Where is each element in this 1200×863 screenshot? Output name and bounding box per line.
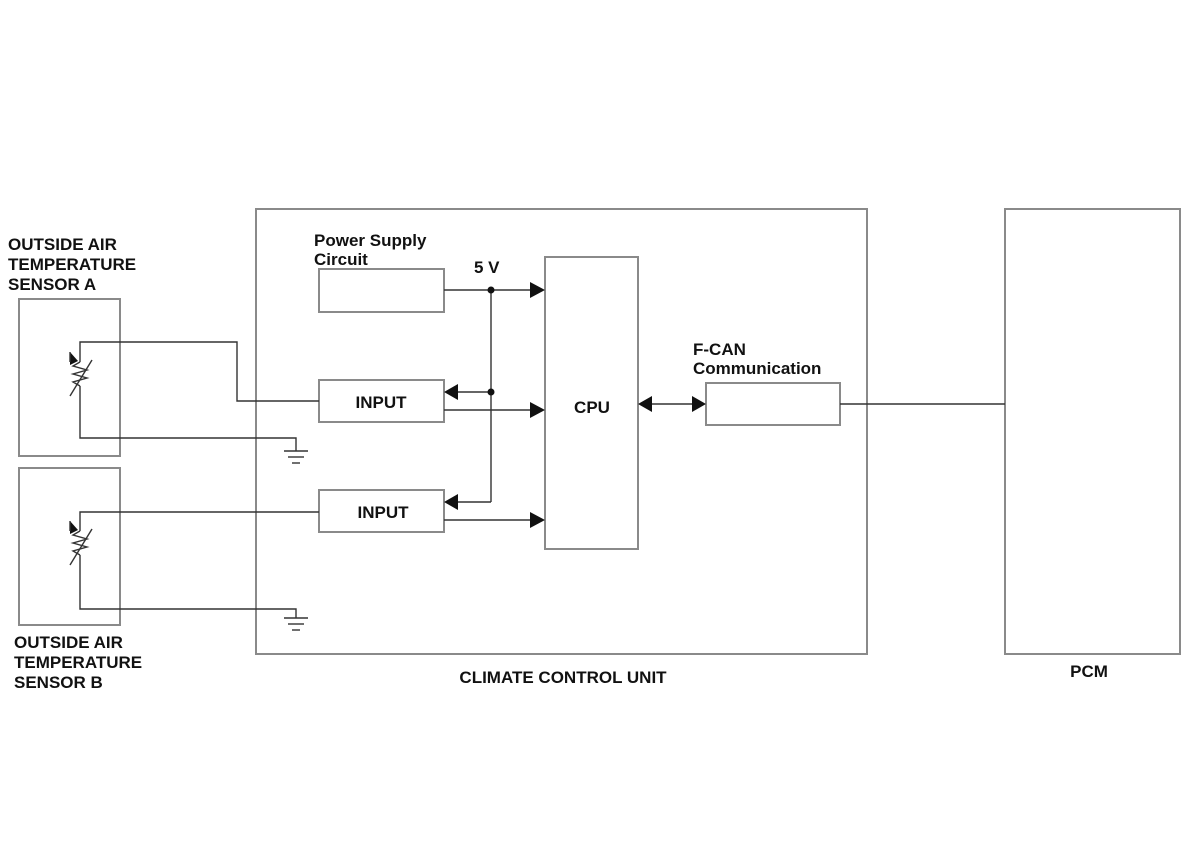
input-a-label: INPUT: [356, 393, 408, 412]
power-supply-box: [318, 268, 445, 313]
wire-sensor-b-ground: [79, 555, 297, 618]
pcm-label: PCM: [1070, 662, 1108, 681]
cpu-box: [544, 256, 639, 550]
thermistor-b-icon: [69, 521, 93, 566]
arrow-input-a-to-cpu: [530, 402, 545, 418]
input-b-label: INPUT: [358, 503, 410, 522]
voltage-label: 5 V: [474, 258, 500, 277]
pcm-box: [1004, 208, 1181, 655]
input-b-box: [318, 489, 445, 533]
input-a-box: [318, 379, 445, 423]
sensor-b-label-line1: OUTSIDE AIR: [14, 633, 123, 652]
wires: [79, 289, 1005, 618]
arrow-bus-to-input-b: [444, 494, 458, 510]
sensor-a-label-line1: OUTSIDE AIR: [8, 235, 117, 254]
junction-dot-mid: [487, 388, 495, 396]
power-supply-label-line2: Circuit: [314, 250, 368, 269]
fcan-box: [705, 382, 841, 426]
arrow-power-to-cpu: [530, 282, 545, 298]
arrow-fcan-to-cpu: [638, 396, 652, 412]
sensor-b-label-line2: TEMPERATURE: [14, 653, 142, 672]
arrow-cpu-to-fcan: [692, 396, 706, 412]
sensor-b-box: [18, 467, 121, 626]
fcan-label-line1: F-CAN: [693, 340, 746, 359]
cpu-label: CPU: [574, 398, 610, 417]
power-supply-label-line1: Power Supply: [314, 231, 427, 250]
wire-sensor-a-signal: [79, 341, 319, 402]
thermistor-a-icon: [69, 352, 93, 397]
wire-sensor-b-signal: [79, 511, 319, 531]
sensor-a-box: [18, 298, 121, 457]
climate-control-unit-label: CLIMATE CONTROL UNIT: [459, 668, 667, 687]
ground-symbol-a: [284, 450, 308, 464]
fcan-label-line2: Communication: [693, 359, 821, 378]
sensor-b-label-line3: SENSOR B: [14, 673, 103, 692]
arrow-input-b-to-cpu: [530, 512, 545, 528]
arrow-bus-to-input-a: [444, 384, 458, 400]
junction-dot-top: [487, 286, 495, 294]
sensor-a-label-line3: SENSOR A: [8, 275, 96, 294]
sensor-a-label-line2: TEMPERATURE: [8, 255, 136, 274]
ground-symbol-b: [284, 617, 308, 631]
wire-sensor-a-ground: [79, 386, 297, 451]
